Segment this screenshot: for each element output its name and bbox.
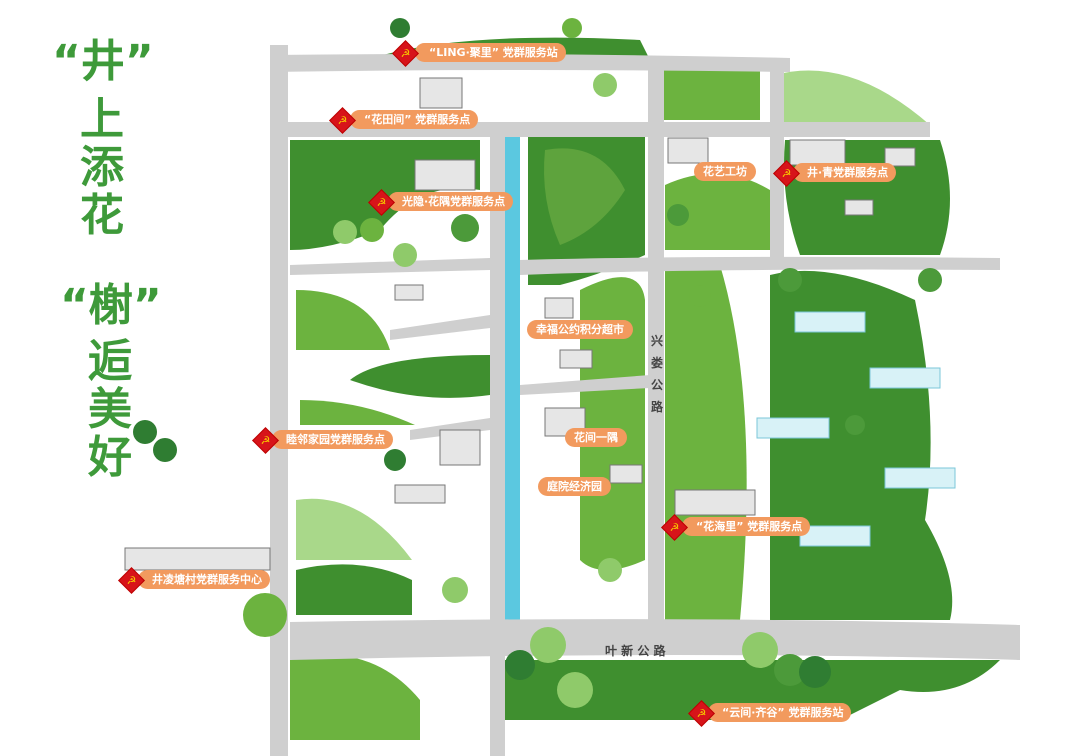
trees xyxy=(133,18,942,708)
title-line2-rest: 逅 美 好 xyxy=(88,338,138,482)
road-name-yexin: 叶 新 公 路 xyxy=(605,644,666,658)
label-jing-qing[interactable]: 井·青党群服务点 xyxy=(793,163,897,182)
label-xingfu-market[interactable]: 幸福公约积分超市 xyxy=(527,320,633,339)
title-char: 逅 xyxy=(88,336,132,387)
road-char: 路 xyxy=(650,400,663,414)
title-char: 好 xyxy=(88,432,132,483)
road-char: 公 xyxy=(650,378,663,392)
label-huayi-gongfang[interactable]: 花艺工坊 xyxy=(694,162,756,181)
label-mulin-jiayuan[interactable]: 睦邻家园党群服务点 xyxy=(272,430,393,449)
label-guangyin-huayu[interactable]: 光隐·花隅党群服务点 xyxy=(388,192,514,211)
road-char: 兴 xyxy=(650,334,663,348)
buildings xyxy=(124,77,916,571)
title-char: 花 xyxy=(80,190,124,241)
roads xyxy=(270,45,1020,756)
label-village-center[interactable]: 井凌塘村党群服务中心 xyxy=(138,570,270,589)
title-char: 上 xyxy=(80,94,124,145)
title-line1-rest: 上 添 花 xyxy=(80,96,130,240)
label-ling-juli[interactable]: “LING·聚里” 党群服务站 xyxy=(415,43,566,62)
road-char: 娄 xyxy=(650,356,663,370)
label-huajian-yiyu[interactable]: 花间一隅 xyxy=(565,428,627,447)
label-huatianjian[interactable]: “花田间” 党群服务点 xyxy=(350,110,479,129)
greenhouses xyxy=(756,311,956,547)
title-jing: “井” xyxy=(52,36,154,87)
label-yunjian-qigu[interactable]: “云间·齐谷” 党群服务站 xyxy=(708,703,852,722)
title-char: 添 xyxy=(80,142,124,193)
green-areas xyxy=(290,37,1000,740)
title-char: 美 xyxy=(88,384,132,435)
river xyxy=(505,130,520,630)
road-name-xinglou: 兴 娄 公 路 xyxy=(650,330,664,418)
label-huahaili[interactable]: “花海里” 党群服务点 xyxy=(682,517,811,536)
title-xie: “榭” xyxy=(60,280,162,331)
label-tingyuan-jingji[interactable]: 庭院经济园 xyxy=(538,477,611,496)
